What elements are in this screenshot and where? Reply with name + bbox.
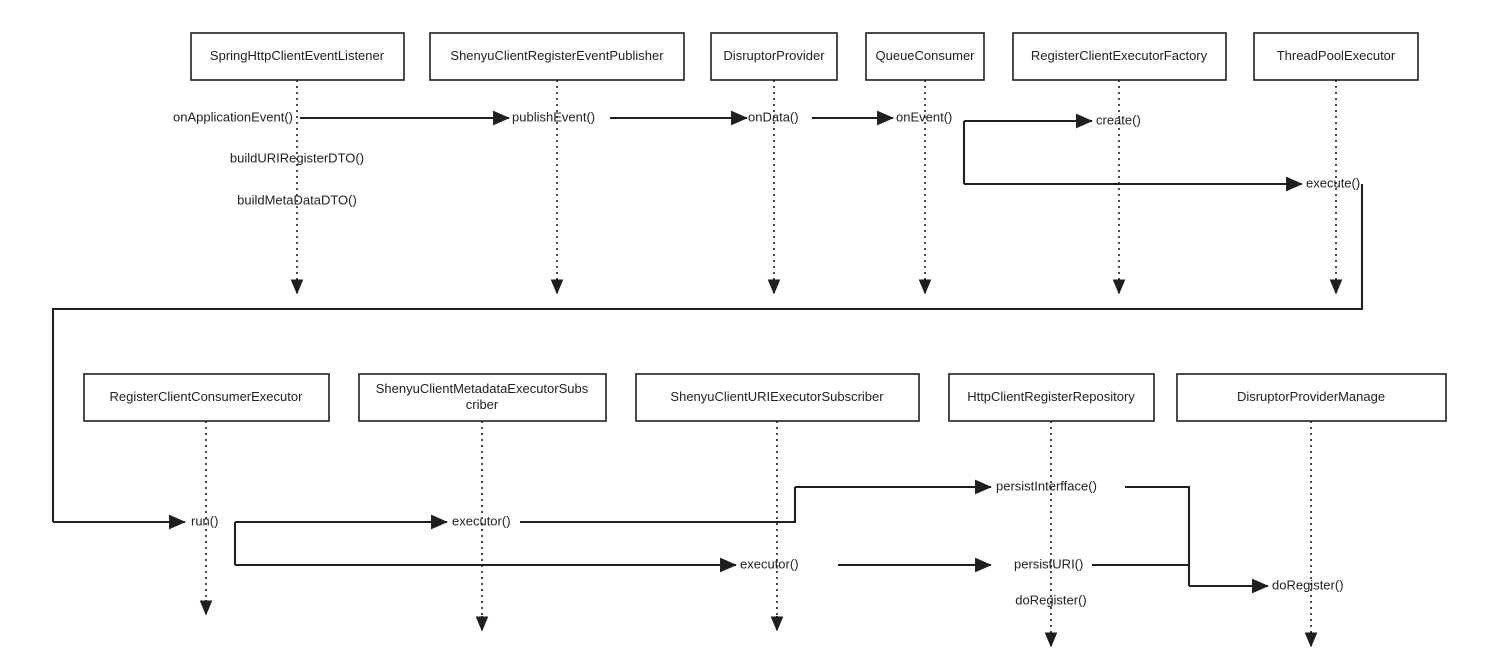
- message-label: executor(): [452, 513, 511, 528]
- message-label: execute(): [1306, 175, 1360, 190]
- message-label: doRegister(): [1015, 592, 1087, 607]
- participant-shenyuClientRegisterEventPublisher[interactable]: ShenyuClientRegisterEventPublisher: [429, 32, 685, 81]
- message-label: persistInterfface(): [996, 478, 1097, 493]
- participant-box[interactable]: [1176, 373, 1447, 422]
- message-m2[interactable]: publishEvent(): [512, 109, 748, 126]
- message-label: buildMetaDataDTO(): [237, 192, 357, 207]
- message-m13[interactable]: persistURI(): [838, 556, 1083, 573]
- message-label: publishEvent(): [512, 109, 595, 124]
- participant-label: DisruptorProviderManage: [1237, 389, 1385, 404]
- participant-registerClientExecutorFactory[interactable]: RegisterClientExecutorFactory: [1012, 32, 1227, 81]
- lifelines-layer: [199, 80, 1343, 648]
- message-m15[interactable]: doRegister(): [1015, 592, 1087, 607]
- message-label: buildURIRegisterDTO(): [230, 150, 364, 165]
- message-m8[interactable]: buildMetaDataDTO(): [237, 192, 357, 207]
- message-label: run(): [191, 513, 218, 528]
- message-m12[interactable]: persistInterfface(): [795, 478, 1097, 495]
- messages-layer: onApplicationEvent() publishEvent() onData…: [53, 109, 1360, 607]
- participant-label: ShenyuClientURIExecutorSubscriber: [670, 389, 884, 404]
- participant-label: SpringHttpClientEventListener: [210, 48, 385, 63]
- participant-label: HttpClientRegisterRepository: [967, 389, 1135, 404]
- participant-box[interactable]: [190, 32, 405, 81]
- participant-springHttpClientEventListener[interactable]: SpringHttpClientEventListener: [190, 32, 405, 81]
- participant-label: QueueConsumer: [876, 48, 976, 63]
- message-m3[interactable]: onData(): [748, 109, 894, 126]
- connectors-layer: [51, 116, 1364, 586]
- message-m9[interactable]: run(): [53, 513, 218, 530]
- message-label: onData(): [748, 109, 799, 124]
- message-label: persistURI(): [1014, 556, 1083, 571]
- participant-shenyuClientURIExecutorSubscriber[interactable]: ShenyuClientURIExecutorSubscriber: [635, 373, 920, 422]
- participant-label: RegisterClientExecutorFactory: [1031, 48, 1208, 63]
- message-m7[interactable]: buildURIRegisterDTO(): [230, 150, 364, 165]
- message-m5[interactable]: create(): [964, 112, 1141, 129]
- participant-label: ShenyuClientRegisterEventPublisher: [450, 48, 664, 63]
- participant-box[interactable]: [1253, 32, 1419, 81]
- message-label: onEvent(): [896, 109, 952, 124]
- message-m1[interactable]: onApplicationEvent(): [173, 109, 510, 126]
- wrap-connector: [51, 184, 1364, 522]
- participant-label: ShenyuClientMetadataExecutorSubs: [376, 381, 589, 396]
- participant-box[interactable]: [358, 373, 607, 422]
- participant-box[interactable]: [865, 32, 985, 81]
- message-m11[interactable]: executor(): [235, 556, 799, 573]
- participant-label: DisruptorProvider: [723, 48, 825, 63]
- repo-elbow-connector: [1125, 485, 1191, 586]
- participant-threadPoolExecutor[interactable]: ThreadPoolExecutor: [1253, 32, 1419, 81]
- participant-queueConsumer[interactable]: QueueConsumer: [865, 32, 985, 81]
- participant-httpClientRegisterRepository[interactable]: HttpClientRegisterRepository: [948, 373, 1155, 422]
- participant-label: criber: [466, 397, 499, 412]
- message-m6[interactable]: execute(): [964, 175, 1360, 192]
- message-m14[interactable]: doRegister(): [1189, 577, 1344, 594]
- message-label: doRegister(): [1272, 577, 1344, 592]
- participant-label: ThreadPoolExecutor: [1277, 48, 1396, 63]
- participant-box[interactable]: [429, 32, 685, 81]
- message-label: onApplicationEvent(): [173, 109, 293, 124]
- participant-disruptorProviderManage[interactable]: DisruptorProviderManage: [1176, 373, 1447, 422]
- participant-box[interactable]: [948, 373, 1155, 422]
- message-label: create(): [1096, 112, 1141, 127]
- participant-disruptorProvider[interactable]: DisruptorProvider: [710, 32, 838, 81]
- participant-registerClientConsumerExecutor[interactable]: RegisterClientConsumerExecutor: [83, 373, 330, 422]
- message-label: executor(): [740, 556, 799, 571]
- participant-label: RegisterClientConsumerExecutor: [110, 389, 304, 404]
- message-m4[interactable]: onEvent(): [896, 109, 952, 124]
- message-m10[interactable]: executor(): [235, 513, 511, 530]
- metadata-step-connector: [744, 487, 797, 524]
